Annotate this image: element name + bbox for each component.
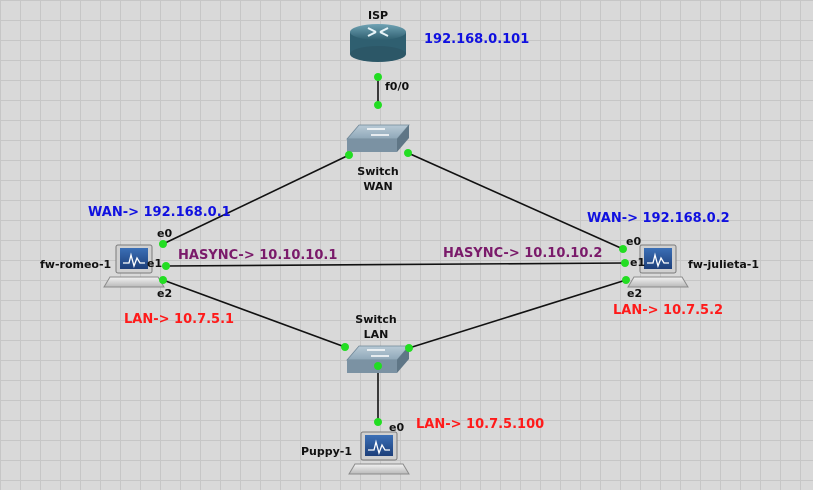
switch-lan-label-line2: LAN bbox=[363, 328, 389, 341]
link-julieta-switch-lan[interactable] bbox=[408, 279, 627, 349]
port-isp-f0: f0/0 bbox=[385, 80, 410, 93]
link-julieta-switch-wan[interactable] bbox=[407, 152, 624, 250]
switch-wan-label-line2: WAN bbox=[363, 180, 393, 193]
isp-ip-annotation: 192.168.0.101 bbox=[424, 32, 530, 47]
port-dot bbox=[159, 240, 167, 248]
port-dot bbox=[404, 149, 412, 157]
port-julieta-e0: e0 bbox=[626, 235, 642, 248]
port-dot bbox=[374, 101, 382, 109]
link-hasync[interactable] bbox=[165, 262, 626, 267]
port-julieta-e2: e2 bbox=[627, 287, 643, 300]
computer-icon[interactable] bbox=[348, 431, 410, 475]
switch-wan-label-line1: Switch bbox=[357, 165, 399, 178]
port-dots bbox=[159, 73, 630, 426]
julieta-wan-annotation: WAN-> 192.168.0.2 bbox=[587, 211, 730, 226]
port-dot bbox=[159, 276, 167, 284]
switch-wan-label: Switch WAN bbox=[352, 165, 404, 193]
fw-romeo-label: fw-romeo-1 bbox=[40, 258, 112, 271]
port-dot bbox=[345, 151, 353, 159]
port-romeo-e0: e0 bbox=[157, 227, 173, 240]
port-dot bbox=[341, 343, 349, 351]
julieta-hasync-annotation: HASYNC-> 10.10.10.2 bbox=[443, 246, 603, 261]
romeo-lan-annotation: LAN-> 10.7.5.1 bbox=[124, 312, 235, 327]
isp-label: ISP bbox=[368, 9, 389, 22]
port-dot bbox=[374, 362, 382, 370]
link-romeo-switch-wan[interactable] bbox=[162, 154, 350, 245]
port-dot bbox=[374, 73, 382, 81]
fw-julieta-label: fw-julieta-1 bbox=[688, 258, 760, 271]
port-dot bbox=[374, 418, 382, 426]
switch-lan-label: Switch LAN bbox=[350, 313, 402, 341]
port-dot bbox=[162, 262, 170, 270]
links bbox=[162, 77, 627, 422]
puppy-label: Puppy-1 bbox=[301, 445, 353, 458]
romeo-wan-annotation: WAN-> 192.168.0.1 bbox=[88, 205, 231, 220]
port-julieta-e1: e1 bbox=[630, 256, 646, 269]
switch-icon[interactable] bbox=[346, 124, 410, 152]
romeo-hasync-annotation: HASYNC-> 10.10.10.1 bbox=[178, 248, 338, 263]
port-romeo-e2: e2 bbox=[157, 287, 173, 300]
router-icon[interactable] bbox=[350, 24, 406, 62]
link-romeo-switch-lan[interactable] bbox=[162, 279, 346, 348]
puppy-lan-annotation: LAN-> 10.7.5.100 bbox=[416, 417, 545, 432]
port-romeo-e1: e1 bbox=[147, 257, 163, 270]
port-dot bbox=[619, 245, 627, 253]
port-dot bbox=[621, 259, 629, 267]
port-puppy-e0: e0 bbox=[389, 421, 405, 434]
switch-lan-label-line1: Switch bbox=[355, 313, 397, 326]
julieta-lan-annotation: LAN-> 10.7.5.2 bbox=[613, 303, 724, 318]
computer-icon[interactable] bbox=[627, 244, 689, 288]
port-dot bbox=[405, 344, 413, 352]
computer-icon[interactable] bbox=[103, 244, 165, 288]
port-dot bbox=[622, 276, 630, 284]
switch-icon[interactable] bbox=[346, 345, 410, 373]
